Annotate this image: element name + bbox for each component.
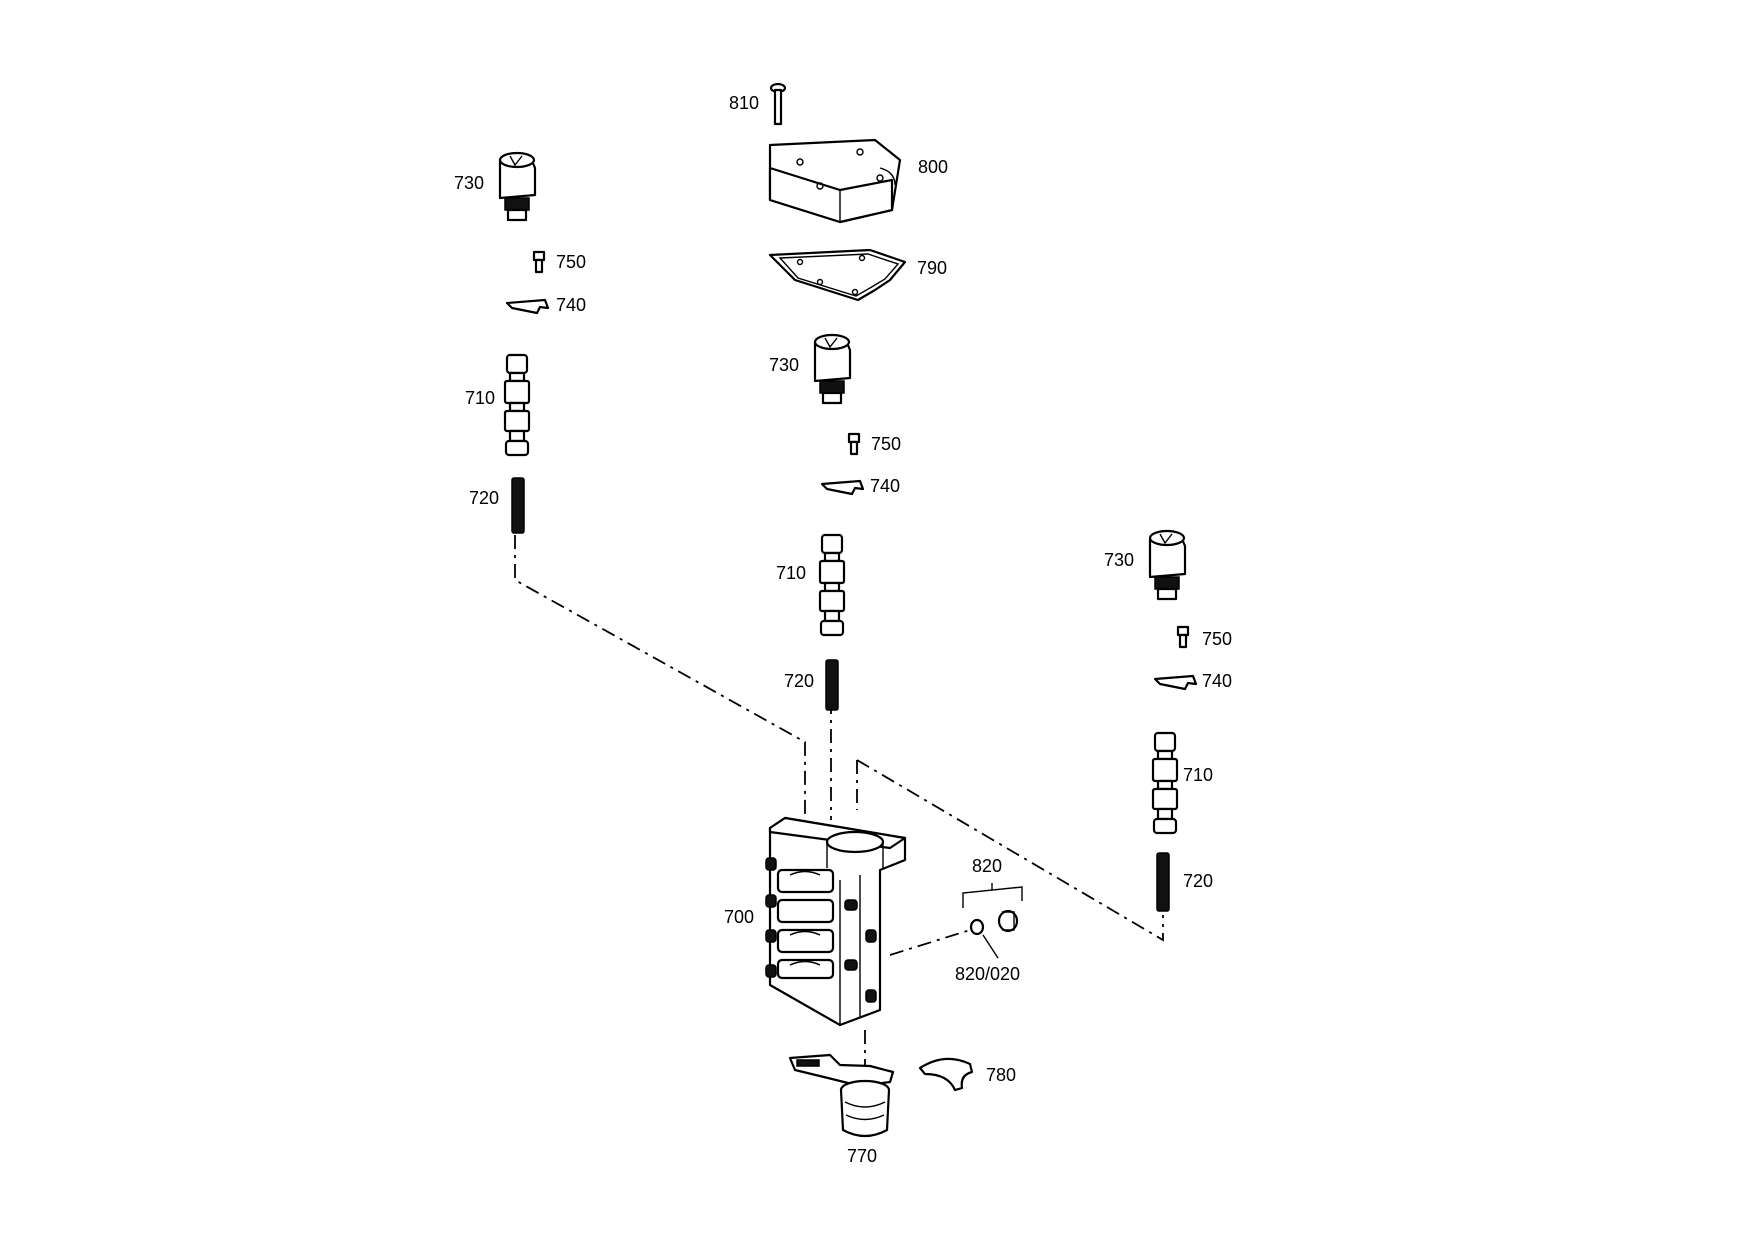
- valve-710-mid: [818, 533, 846, 637]
- label-750-mid: 750: [871, 434, 901, 454]
- label-820: 820: [972, 856, 1002, 876]
- label-770: 770: [847, 1146, 877, 1166]
- retaining-clip-780: [918, 1057, 974, 1092]
- gasket-790: [768, 248, 907, 302]
- label-740-right: 740: [1202, 671, 1232, 691]
- cover-800: [768, 138, 902, 224]
- filter-770: [788, 1053, 895, 1138]
- screw-750-mid: [847, 432, 861, 456]
- valve-710-right: [1151, 731, 1179, 835]
- clip-740-left: [505, 298, 550, 315]
- label-710-right: 710: [1183, 765, 1213, 785]
- bolt-810: [769, 82, 787, 126]
- label-700: 700: [724, 907, 754, 927]
- label-730-left: 730: [454, 173, 484, 193]
- label-720-right: 720: [1183, 871, 1213, 891]
- label-740-left: 740: [556, 295, 586, 315]
- valve-housing-700: [765, 816, 907, 1027]
- label-730-right: 730: [1104, 550, 1134, 570]
- alignment-lines: [514, 535, 1164, 1080]
- screw-750-right: [1176, 625, 1190, 649]
- label-730-mid: 730: [769, 355, 799, 375]
- clip-740-mid: [820, 479, 865, 496]
- label-790: 790: [917, 258, 947, 278]
- solenoid-730-left: [498, 151, 537, 222]
- label-780: 780: [986, 1065, 1016, 1085]
- screw-750-left: [532, 250, 546, 274]
- label-710-left: 710: [465, 388, 495, 408]
- solenoid-730-mid: [813, 333, 852, 405]
- valve-710-left: [503, 353, 531, 457]
- label-810: 810: [729, 93, 759, 113]
- label-800: 800: [918, 157, 948, 177]
- label-740-mid: 740: [870, 476, 900, 496]
- label-710-mid: 710: [776, 563, 806, 583]
- label-750-right: 750: [1202, 629, 1232, 649]
- solenoid-730-right: [1148, 529, 1187, 601]
- spring-720-right: [1156, 852, 1170, 912]
- label-720-mid: 720: [784, 671, 814, 691]
- label-750-left: 750: [556, 252, 586, 272]
- spring-720-left: [511, 477, 525, 534]
- label-720-left: 720: [469, 488, 499, 508]
- label-820-020: 820/020: [955, 964, 1020, 984]
- plug-set-820: [962, 883, 1023, 959]
- clip-740-right: [1153, 674, 1198, 691]
- spring-720-mid: [825, 659, 839, 711]
